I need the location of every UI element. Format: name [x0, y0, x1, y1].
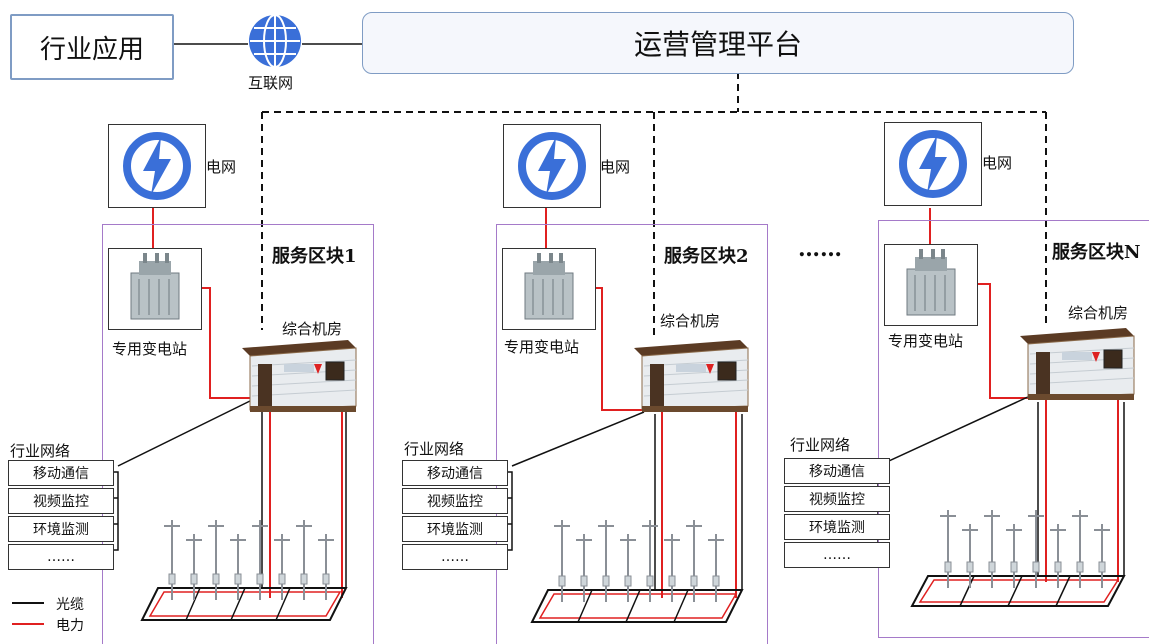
- grid-label: 电网: [206, 158, 237, 176]
- street-pole-cabinet: [668, 575, 676, 587]
- industry-network-list: 移动通信 视频监控 环境监测 ……: [784, 456, 890, 568]
- industry-network-title: 行业网络: [790, 436, 851, 454]
- street-pole-cabinet: [212, 573, 220, 585]
- service-block-title: 服务区块2: [664, 246, 749, 267]
- legend-power-label: 电力: [56, 618, 84, 634]
- street-pole-cabinet: [322, 573, 330, 585]
- power-lines-block-1: [152, 208, 343, 598]
- equipment-room-label: 综合机房: [282, 320, 343, 338]
- service-block-title: 服务区块1: [272, 246, 357, 267]
- grid-label: 电网: [600, 158, 631, 176]
- street-pole-cabinet: [580, 575, 588, 587]
- operation-platform-label: 运营管理平台: [633, 28, 802, 61]
- street-pole-cabinet: [168, 573, 176, 585]
- network-item: 移动通信: [784, 458, 890, 484]
- power-grid-box: [884, 122, 982, 206]
- power-bolt-icon: [899, 130, 967, 198]
- power-bolt-icon: [518, 132, 586, 200]
- network-item: 环境监测: [784, 514, 890, 540]
- industry-network-title: 行业网络: [404, 440, 465, 458]
- substation-label: 专用变电站: [504, 338, 580, 356]
- service-block-region: [496, 224, 768, 644]
- street-pole-cabinet: [1054, 561, 1062, 573]
- industry-network-list: 移动通信 视频监控 环境监测 ……: [8, 458, 114, 570]
- street-pole-group: [164, 510, 1110, 602]
- network-item: ……: [8, 544, 114, 570]
- ground-grid-block-2: [530, 589, 744, 623]
- street-pole-cabinet: [1032, 561, 1040, 573]
- industry-application-label: 行业应用: [39, 34, 144, 65]
- street-pole-cabinet: [690, 575, 698, 587]
- industry-application-box: 行业应用: [10, 14, 174, 80]
- grid-label: 电网: [982, 154, 1013, 172]
- street-pole-cabinet: [712, 575, 720, 587]
- street-pole-cabinet: [558, 575, 566, 587]
- street-pole-cabinet: [944, 561, 952, 573]
- equipment-room-icon: [240, 334, 358, 412]
- transformer-icon: [524, 253, 574, 320]
- street-pole-cabinet: [190, 573, 198, 585]
- service-block-region: [878, 220, 1149, 638]
- legend-fiber-label: 光缆: [56, 597, 84, 613]
- street-pole-cabinet: [602, 575, 610, 587]
- transformer-icon: [130, 253, 180, 320]
- street-pole-cabinet: [1010, 561, 1018, 573]
- industry-network-title: 行业网络: [10, 442, 71, 460]
- power-lines-block-2: [545, 208, 737, 598]
- street-pole-cabinet: [988, 561, 996, 573]
- substation-label: 专用变电站: [888, 332, 964, 350]
- network-item: 环境监测: [8, 516, 114, 542]
- network-item: 移动通信: [8, 460, 114, 486]
- equipment-room-label: 综合机房: [1068, 304, 1129, 322]
- internet-label: 互联网: [248, 74, 294, 92]
- network-item: ……: [402, 544, 508, 570]
- substation-box: [108, 248, 202, 330]
- service-block-region: [102, 224, 374, 644]
- substation-box: [502, 248, 596, 330]
- substation-label: 专用变电站: [112, 340, 188, 358]
- network-item: 视频监控: [402, 488, 508, 514]
- network-item: 移动通信: [402, 460, 508, 486]
- network-item: 环境监测: [402, 516, 508, 542]
- industry-network-list: 移动通信 视频监控 环境监测 ……: [402, 458, 508, 570]
- power-grid-box: [108, 124, 206, 208]
- street-pole-cabinet: [1076, 561, 1084, 573]
- substation-box: [884, 244, 978, 326]
- more-blocks-ellipsis: ……: [798, 236, 842, 262]
- street-pole-cabinet: [646, 575, 654, 587]
- management-dashed-network: [261, 72, 1047, 340]
- network-item: ……: [784, 542, 890, 568]
- power-lines-block-n: [929, 208, 1119, 582]
- street-pole-cabinet: [256, 573, 264, 585]
- street-pole-cabinet: [278, 573, 286, 585]
- street-pole-cabinet: [300, 573, 308, 585]
- street-pole-cabinet: [966, 561, 974, 573]
- street-pole-cabinet: [624, 575, 632, 587]
- equipment-room-icon: [1018, 322, 1136, 400]
- transformer-icon: [906, 249, 956, 316]
- network-item: 视频监控: [8, 488, 114, 514]
- service-block-title: 服务区块N: [1052, 242, 1141, 263]
- globe-icon: [246, 12, 304, 70]
- street-pole-cabinet: [234, 573, 242, 585]
- equipment-room-icon: [632, 334, 750, 412]
- power-bolt-icon: [123, 132, 191, 200]
- street-pole-cabinet: [1098, 561, 1106, 573]
- operation-platform-box: 运营管理平台: [362, 12, 1074, 74]
- network-item: 视频监控: [784, 486, 890, 512]
- power-grid-box: [503, 124, 601, 208]
- equipment-room-label: 综合机房: [660, 312, 721, 330]
